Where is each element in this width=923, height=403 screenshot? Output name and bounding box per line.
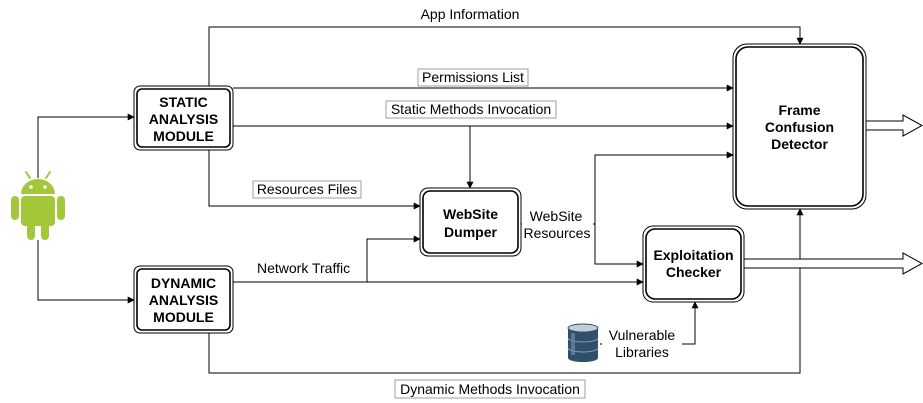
detector-line-3: Detector xyxy=(771,136,828,152)
website-resources-to-checker-arrow xyxy=(594,224,644,268)
checker-output-arrow xyxy=(743,252,923,275)
android-robot-icon xyxy=(11,171,65,240)
checker-line-2: Checker xyxy=(666,264,722,280)
website-resources-label-bg xyxy=(522,207,593,242)
app-information-label: App Information xyxy=(421,6,520,22)
vulnerable-libraries-label-line-1: Vulnerable xyxy=(609,327,676,343)
dynamic-methods-arrow xyxy=(208,208,804,374)
vulnerable-libraries-label-line-2: Libraries xyxy=(615,344,669,360)
website-dumper-box: WebSite Dumper xyxy=(419,187,522,257)
website-resources-label-line-1: WebSite xyxy=(530,208,583,224)
static-methods-label: Static Methods Invocation xyxy=(391,101,551,117)
detector-line-2: Confusion xyxy=(765,119,834,135)
dynamic-module-line-1: DYNAMIC xyxy=(151,275,216,291)
static-module-line-1: STATIC xyxy=(159,94,207,110)
android-to-static-arrow xyxy=(37,113,135,178)
android-to-dynamic-arrow xyxy=(37,240,135,304)
resources-files-label: Resources Files xyxy=(257,181,357,197)
app-information-arrow xyxy=(208,26,804,86)
website-resources-label-line-2: Resources xyxy=(524,225,591,241)
frame-confusion-detector-box: Frame Confusion Detector xyxy=(732,43,867,210)
network-traffic-arrow xyxy=(366,235,421,282)
permissions-label-frame xyxy=(417,68,529,87)
dynamic-methods-label: Dynamic Methods Invocation xyxy=(400,381,580,397)
dynamic-module-line-2: ANALYSIS xyxy=(149,292,219,308)
static-methods-label-frame xyxy=(385,100,557,119)
static-module-line-2: ANALYSIS xyxy=(149,111,219,127)
network-traffic-label: Network Traffic xyxy=(257,260,350,276)
detector-output-arrow xyxy=(865,114,923,137)
database-icon xyxy=(567,323,599,362)
dumper-line-2: Dumper xyxy=(444,224,497,240)
checker-line-1: Exploitation xyxy=(653,247,733,263)
resources-files-label-frame xyxy=(252,180,362,199)
permissions-list-label: Permissions List xyxy=(422,69,524,85)
detector-line-1: Frame xyxy=(778,102,820,118)
website-resources-to-detector-arrow xyxy=(594,151,734,224)
exploitation-checker-box: Exploitation Checker xyxy=(642,225,745,303)
vulnerable-libraries-label-bg xyxy=(602,326,682,360)
static-module-line-3: MODULE xyxy=(153,128,214,144)
dynamic-module-line-3: MODULE xyxy=(153,309,214,325)
dynamic-methods-label-frame xyxy=(394,379,586,399)
static-analysis-module-box: STATIC ANALYSIS MODULE xyxy=(133,85,234,151)
dynamic-analysis-module-box: DYNAMIC ANALYSIS MODULE xyxy=(133,265,234,334)
dumper-line-1: WebSite xyxy=(443,206,498,222)
resources-files-arrow xyxy=(208,150,421,210)
